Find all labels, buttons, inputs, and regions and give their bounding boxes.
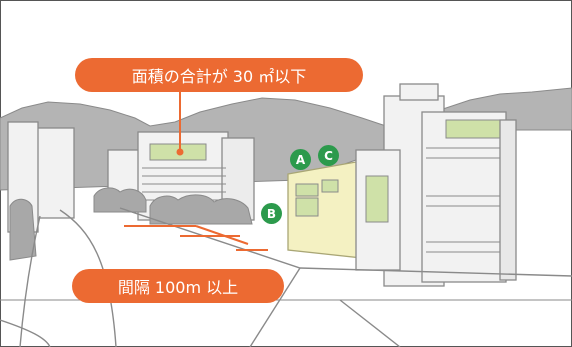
highlighted-building	[287, 161, 363, 259]
callout-dot	[176, 148, 184, 156]
bushes	[9, 187, 253, 261]
marker-b: B	[261, 203, 282, 224]
building-right	[355, 111, 517, 283]
marker-c: C	[318, 145, 339, 166]
marker-a: A	[290, 149, 311, 170]
spacing-callout: 間隔 100m 以上	[72, 269, 284, 303]
callout-lines	[124, 90, 268, 251]
area-callout: 面積の合計が 30 ㎡以下	[75, 58, 363, 92]
